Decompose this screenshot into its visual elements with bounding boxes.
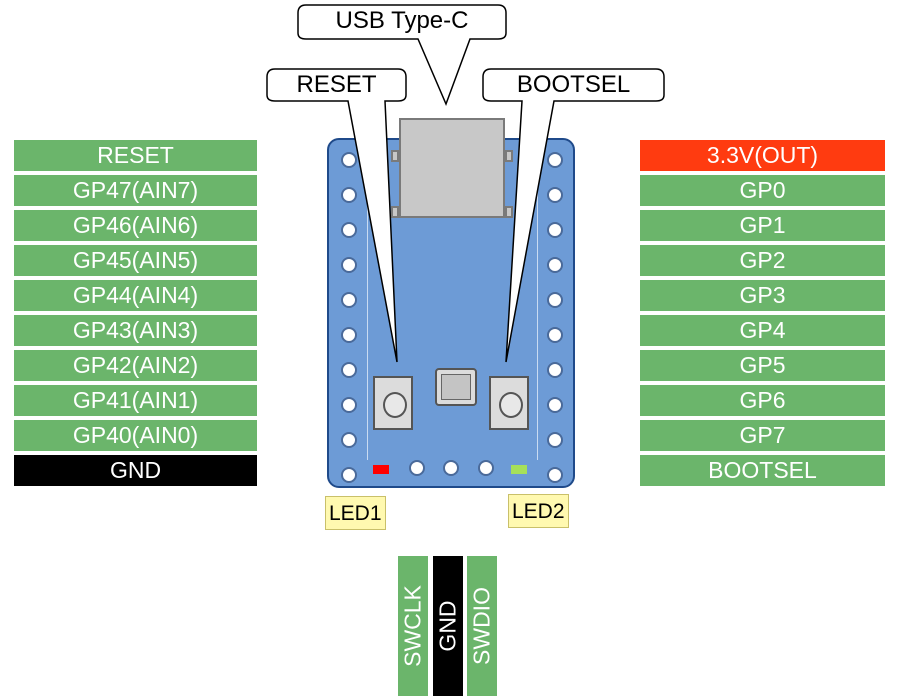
bootsel-button[interactable] (489, 376, 529, 430)
debug-pin-text: SWCLK (399, 585, 426, 667)
pin-hole (547, 187, 563, 203)
pin-hole (409, 460, 425, 476)
usb-c-connector (391, 118, 513, 218)
reset-callout-shape (266, 68, 407, 363)
pin-label: GP1 (640, 210, 885, 241)
usb-callout-shape (297, 4, 507, 107)
pin-label: GP45(AIN5) (14, 245, 257, 276)
pin-label: GP5 (640, 350, 885, 381)
pin-hole (341, 467, 357, 483)
pin-hole (341, 397, 357, 413)
pin-hole (547, 327, 563, 343)
usb-tab (391, 150, 399, 162)
pin-label: RESET (14, 140, 257, 171)
pin-label: GND (14, 455, 257, 486)
pin-hole (547, 257, 563, 273)
debug-pin-label: SWDIO (467, 556, 497, 696)
pin-label: GP4 (640, 315, 885, 346)
pin-hole (547, 152, 563, 168)
pin-label: 3.3V(OUT) (640, 140, 885, 171)
reset-button-cap (383, 392, 407, 418)
pin-hole (341, 432, 357, 448)
pin-label: GP41(AIN1) (14, 385, 257, 416)
board-trace-left (367, 160, 368, 460)
led1 (373, 465, 389, 474)
debug-pin-text: GND (434, 600, 461, 652)
pin-label: GP40(AIN0) (14, 420, 257, 451)
pin-hole (341, 222, 357, 238)
debug-pin-text: SWDIO (468, 587, 495, 665)
led1-label: LED1 (325, 496, 386, 530)
debug-pin-label: GND (433, 556, 463, 696)
pin-hole (547, 397, 563, 413)
pin-hole (341, 152, 357, 168)
board-trace-right (537, 160, 538, 460)
reset-callout-label: RESET (296, 71, 377, 98)
pin-label: GP43(AIN3) (14, 315, 257, 346)
pin-label: GP42(AIN2) (14, 350, 257, 381)
bootsel-callout-label: BOOTSEL (516, 71, 631, 98)
pin-label: GP3 (640, 280, 885, 311)
pin-label: GP2 (640, 245, 885, 276)
pin-hole (547, 432, 563, 448)
usb-tab (391, 206, 399, 218)
pin-hole (547, 362, 563, 378)
led2 (511, 465, 527, 474)
pin-label: GP6 (640, 385, 885, 416)
pin-label: GP44(AIN4) (14, 280, 257, 311)
pin-hole (341, 257, 357, 273)
pin-hole (547, 467, 563, 483)
pin-label: GP7 (640, 420, 885, 451)
pin-hole (547, 292, 563, 308)
usb-tab (505, 150, 513, 162)
reset-button[interactable] (373, 376, 413, 430)
bootsel-callout-shape (482, 68, 665, 363)
pin-hole (478, 460, 494, 476)
pin-label: BOOTSEL (640, 455, 885, 486)
usb-callout-label: USB Type-C (335, 7, 469, 34)
pin-label: GP0 (640, 175, 885, 206)
debug-pin-label: SWCLK (398, 556, 428, 696)
pin-hole (443, 460, 459, 476)
pin-label: GP46(AIN6) (14, 210, 257, 241)
pin-hole (547, 222, 563, 238)
pin-label: GP47(AIN7) (14, 175, 257, 206)
chip (435, 368, 477, 406)
pin-hole (341, 187, 357, 203)
usb-tab (505, 206, 513, 218)
led2-label: LED2 (508, 494, 569, 528)
bootsel-button-cap (499, 392, 523, 418)
pin-hole (341, 292, 357, 308)
pin-hole (341, 362, 357, 378)
pin-hole (341, 327, 357, 343)
